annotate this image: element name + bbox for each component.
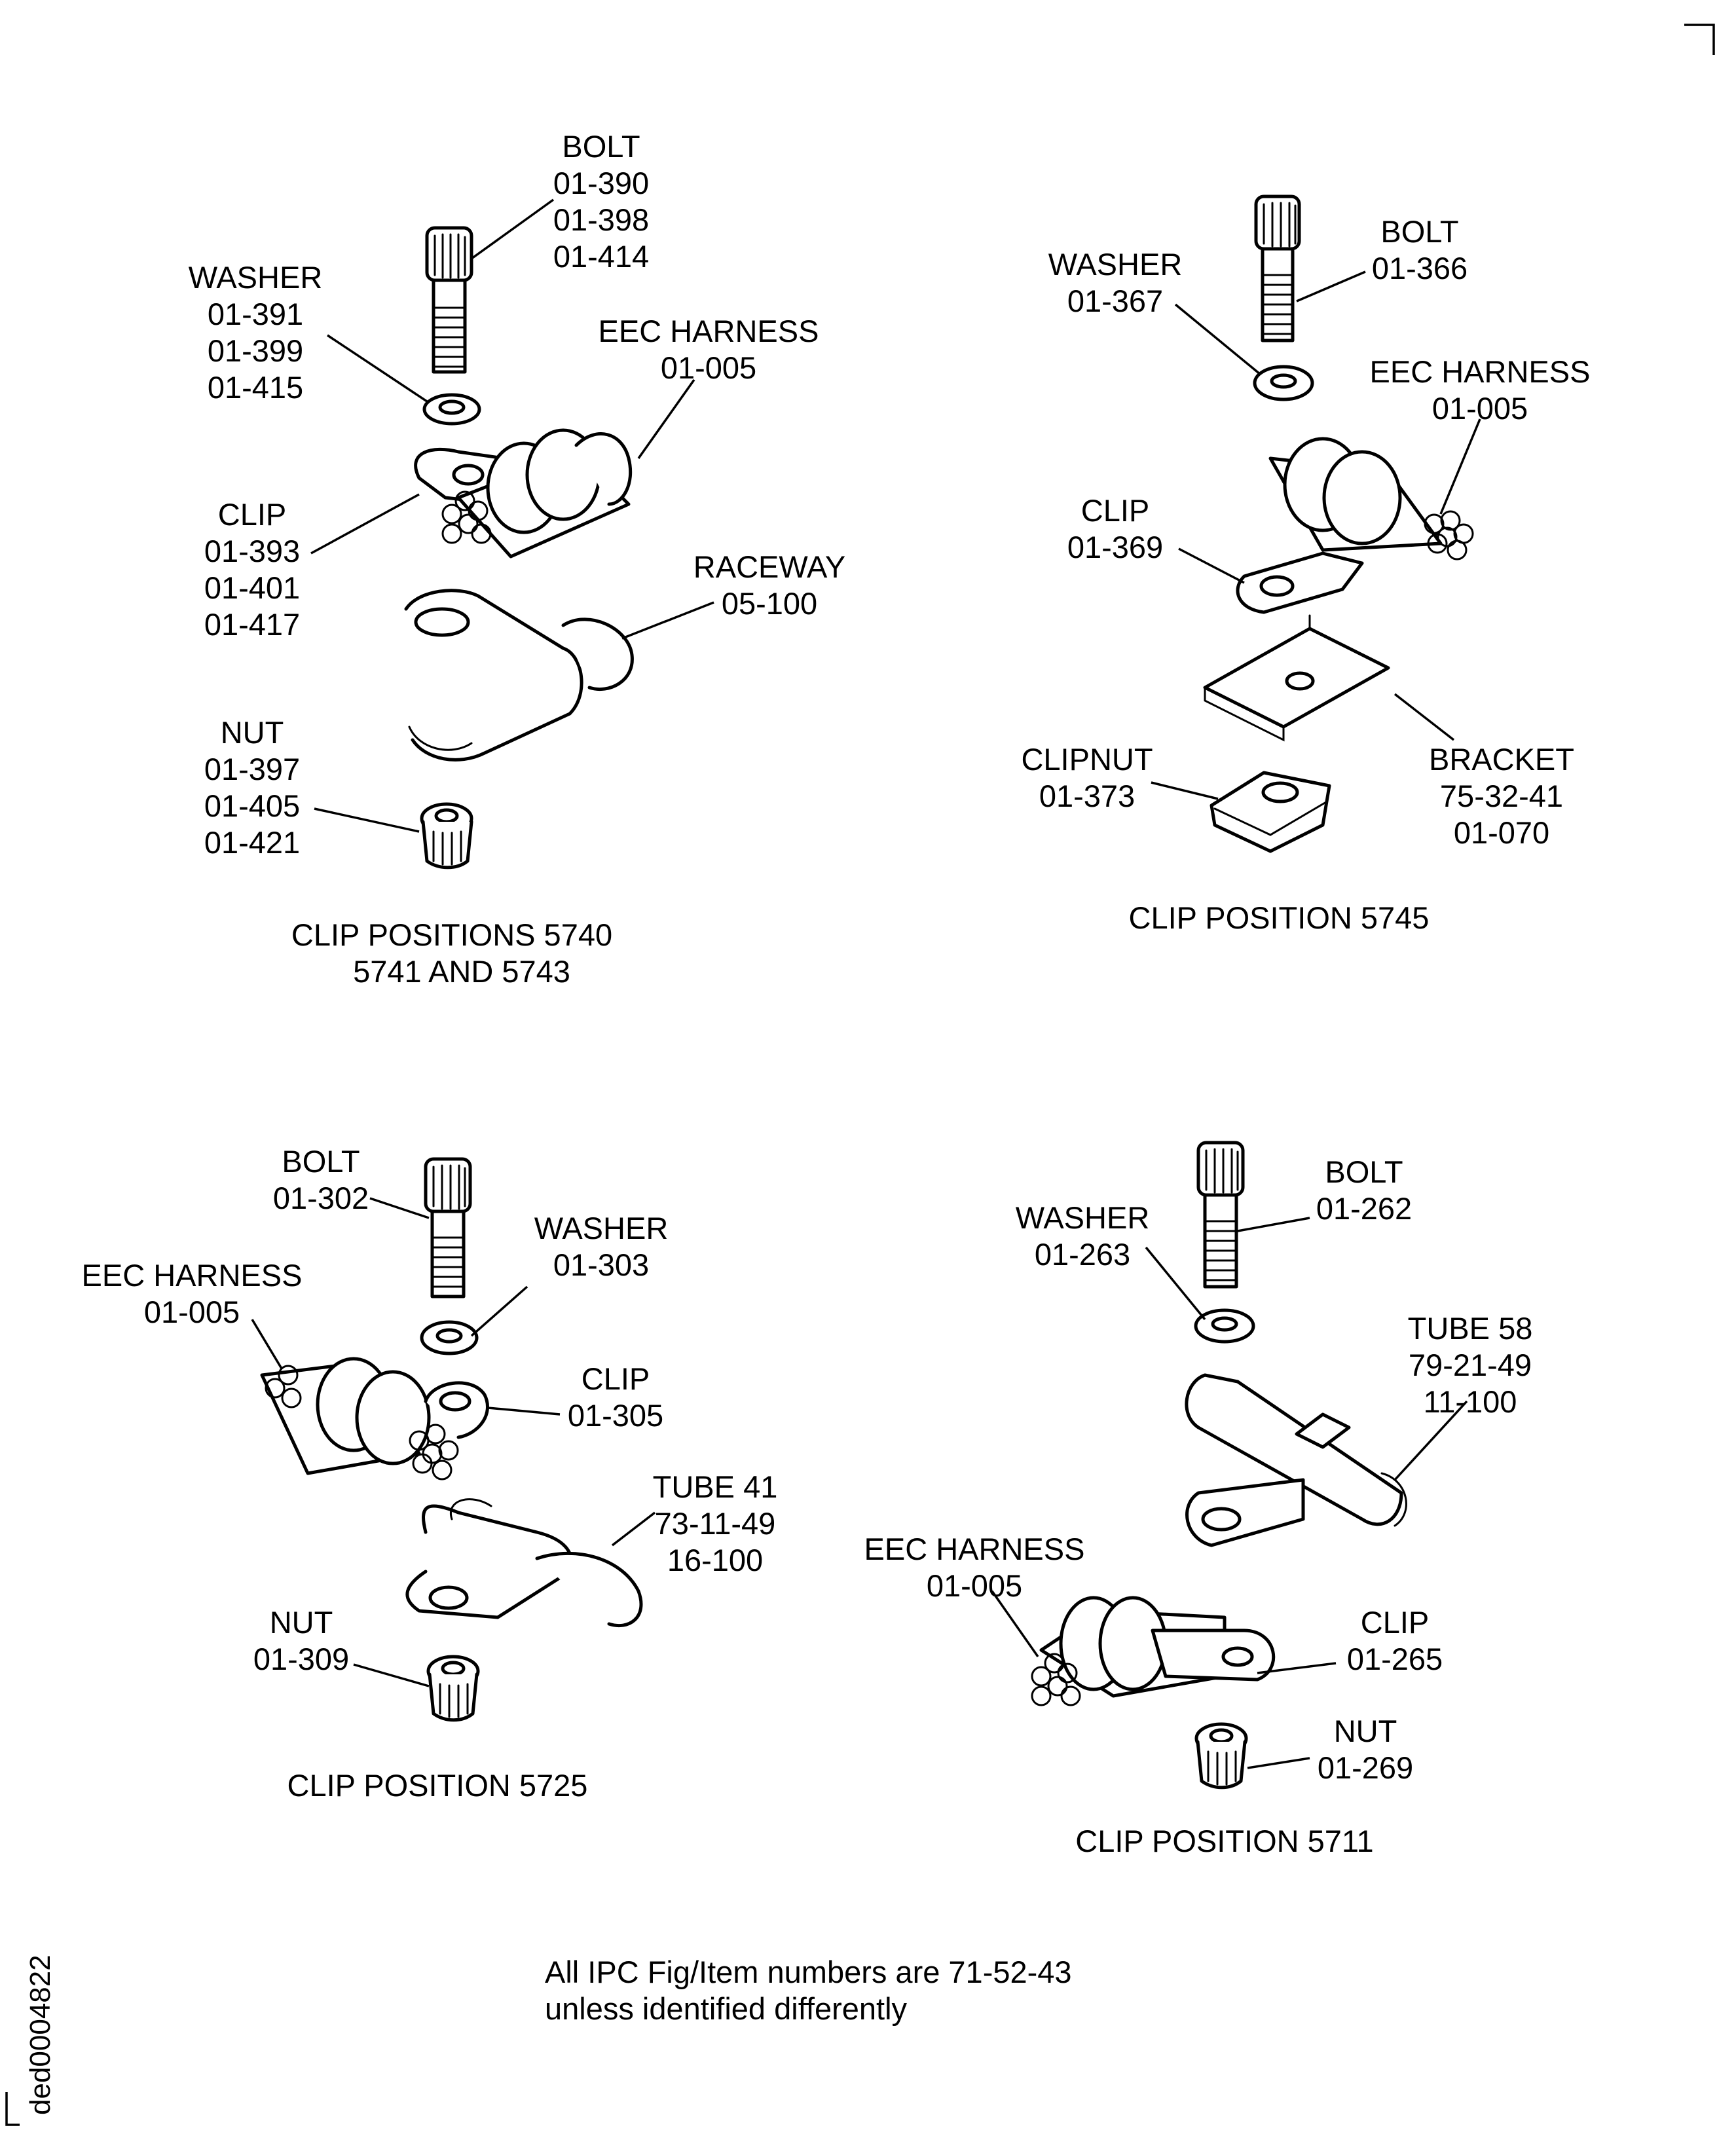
clip-harness-drawing <box>260 1357 489 1481</box>
panel-caption: CLIP POSITION 5725 <box>287 1768 588 1803</box>
eec-harness-label: EEC HARNESS <box>1370 354 1591 389</box>
corner-mark <box>5 2092 20 2126</box>
washer-part-number: 01-263 <box>1035 1237 1130 1272</box>
footnote-line: All IPC Fig/Item numbers are 71-52-43 <box>545 1955 1072 1989</box>
bolt-part-number: 01-414 <box>553 239 649 274</box>
figure-id: ded0004822 <box>24 1955 56 2115</box>
bolt-label: BOLT <box>562 129 640 164</box>
bolt-label: BOLT <box>1325 1154 1403 1189</box>
bolt-part-number: 01-366 <box>1372 251 1468 285</box>
clip-label: CLIP <box>582 1361 650 1396</box>
washer-label: WASHER <box>1048 247 1183 282</box>
nut-drawing <box>1194 1722 1248 1790</box>
tube-label: TUBE 41 <box>653 1469 778 1504</box>
bracket-part-number: 75-32-41 <box>1440 779 1563 813</box>
washer-part-number: 01-399 <box>208 333 303 368</box>
panel-clip-position-5711: BOLT 01-262 WASHER 01-263 TUBE 58 79-21-… <box>864 1141 1533 1858</box>
washer-drawing <box>422 393 481 426</box>
eec-harness-label: EEC HARNESS <box>864 1532 1085 1566</box>
panel-caption: 5741 AND 5743 <box>353 954 570 989</box>
clip-harness-drawing <box>1236 437 1474 614</box>
bolt-part-number: 01-390 <box>553 166 649 200</box>
raceway-drawing <box>404 589 634 762</box>
eec-harness-part-number: 01-005 <box>1432 391 1528 426</box>
washer-drawing <box>1253 365 1314 401</box>
tube-part-number: 16-100 <box>667 1543 763 1577</box>
nut-label: NUT <box>221 715 284 750</box>
bolt-drawing <box>1254 194 1301 342</box>
tube-part-number: 11-100 <box>1424 1384 1517 1419</box>
clip-part-number: 01-417 <box>204 607 300 642</box>
clip-part-number: 01-305 <box>568 1398 663 1433</box>
raceway-label: RACEWAY <box>693 549 845 584</box>
washer-part-number: 01-303 <box>553 1247 649 1282</box>
clipnut-drawing <box>1210 771 1331 853</box>
bracket-drawing <box>1203 614 1390 742</box>
clip-label: CLIP <box>218 497 287 532</box>
clip-label: CLIP <box>1361 1605 1430 1640</box>
nut-part-number: 01-269 <box>1318 1750 1413 1785</box>
nut-label: NUT <box>270 1605 333 1640</box>
nut-label: NUT <box>1334 1714 1397 1748</box>
clip-part-number: 01-265 <box>1347 1642 1443 1676</box>
washer-label: WASHER <box>189 260 323 295</box>
panel-caption: CLIP POSITION 5745 <box>1129 900 1430 935</box>
bolt-drawing <box>424 1157 472 1298</box>
clip-part-number: 01-369 <box>1067 530 1163 564</box>
raceway-part-number: 05-100 <box>722 586 817 621</box>
panel-clip-position-5745: BOLT 01-366 WASHER 01-367 EEC HARNESS 01… <box>1021 194 1591 935</box>
washer-part-number: 01-367 <box>1067 284 1163 318</box>
nut-part-number: 01-397 <box>204 752 300 786</box>
panel-clip-position-5740: BOLT 01-390 01-398 01-414 WASHER 01-391 … <box>189 129 845 989</box>
footnote-line: unless identified differently <box>545 1991 908 2026</box>
clip-harness-drawing <box>414 428 633 559</box>
tube-label: TUBE 58 <box>1408 1311 1533 1346</box>
tube-drawing <box>1185 1373 1407 1547</box>
nut-part-number: 01-405 <box>204 788 300 823</box>
eec-harness-part-number: 01-005 <box>927 1568 1022 1603</box>
bolt-drawing <box>425 226 473 374</box>
bracket-part-number: 01-070 <box>1454 815 1549 850</box>
clip-part-number: 01-393 <box>204 534 300 568</box>
clip-label: CLIP <box>1081 493 1150 528</box>
nut-drawing <box>426 1655 480 1722</box>
nut-part-number: 01-421 <box>204 825 300 860</box>
bolt-part-number: 01-302 <box>273 1181 369 1215</box>
nut-drawing <box>420 802 473 870</box>
washer-drawing <box>1194 1308 1255 1344</box>
washer-label: WASHER <box>1016 1200 1150 1235</box>
clipnut-part-number: 01-373 <box>1039 779 1135 813</box>
panel-caption: CLIP POSITION 5711 <box>1075 1824 1373 1858</box>
clip-harness-drawing <box>1031 1596 1276 1706</box>
bolt-part-number: 01-262 <box>1316 1191 1412 1226</box>
bracket-label: BRACKET <box>1429 742 1574 777</box>
eec-harness-label: EEC HARNESS <box>599 314 819 348</box>
washer-part-number: 01-391 <box>208 297 303 331</box>
clip-part-number: 01-401 <box>204 570 300 605</box>
panel-clip-position-5725: BOLT 01-302 WASHER 01-303 EEC HARNESS 01… <box>82 1144 778 1803</box>
tube-part-number: 73-11-49 <box>655 1506 776 1541</box>
eec-harness-part-number: 01-005 <box>661 350 756 385</box>
washer-label: WASHER <box>534 1211 669 1245</box>
corner-mark <box>1684 24 1715 55</box>
bolt-label: BOLT <box>1380 214 1458 249</box>
eec-harness-label: EEC HARNESS <box>82 1258 303 1293</box>
clipnut-label: CLIPNUT <box>1021 742 1153 777</box>
eec-harness-part-number: 01-005 <box>144 1295 240 1329</box>
nut-part-number: 01-309 <box>253 1642 349 1676</box>
tube-part-number: 79-21-49 <box>1409 1348 1532 1382</box>
tube-drawing <box>405 1498 643 1628</box>
bolt-label: BOLT <box>282 1144 360 1179</box>
panel-caption: CLIP POSITIONS 5740 <box>291 917 612 952</box>
bolt-part-number: 01-398 <box>553 202 649 237</box>
bolt-drawing <box>1196 1141 1245 1289</box>
washer-part-number: 01-415 <box>208 370 303 405</box>
washer-drawing <box>420 1320 479 1355</box>
